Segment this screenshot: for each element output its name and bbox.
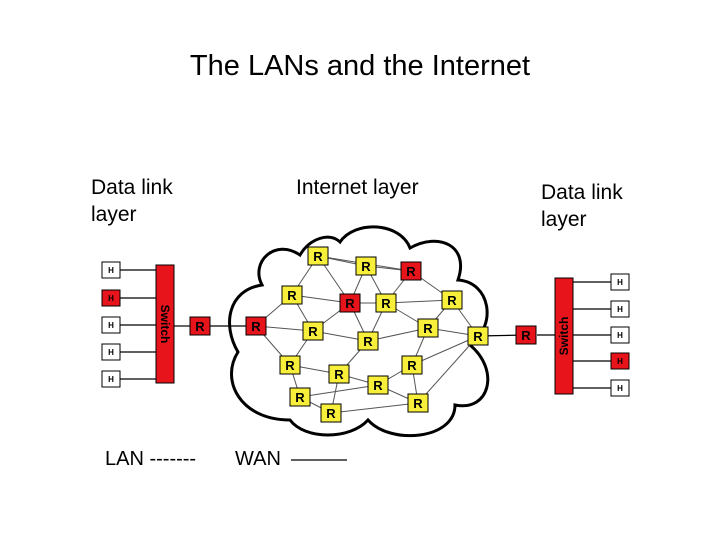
router-label: R xyxy=(334,367,344,382)
router-label: R xyxy=(195,319,205,334)
router xyxy=(441,290,463,310)
router xyxy=(279,355,301,375)
router xyxy=(245,316,267,336)
router xyxy=(307,246,329,266)
right-host-label: H xyxy=(617,331,623,340)
router xyxy=(400,261,422,281)
left-host xyxy=(101,261,121,279)
router xyxy=(515,325,537,345)
router-label: R xyxy=(381,296,391,311)
mesh-link xyxy=(330,402,419,414)
left-host-label: H xyxy=(108,321,114,330)
router-label: R xyxy=(361,259,371,274)
router xyxy=(357,331,379,351)
left-host xyxy=(101,289,121,307)
lan-legend: LAN ------- xyxy=(105,448,197,470)
right-host xyxy=(610,300,630,318)
mesh-link xyxy=(411,335,479,366)
router-label: R xyxy=(447,293,457,308)
router-label: R xyxy=(285,358,295,373)
left-host-label: H xyxy=(108,375,114,384)
router xyxy=(375,293,397,313)
router-label: R xyxy=(521,328,531,343)
router-label: R xyxy=(326,406,336,421)
router-label: R xyxy=(363,334,373,349)
mesh-link xyxy=(385,299,453,304)
left-host xyxy=(101,343,121,361)
router xyxy=(302,321,324,341)
router-label: R xyxy=(423,321,433,336)
right-host-label: H xyxy=(617,384,623,393)
router xyxy=(289,387,311,407)
router xyxy=(467,326,489,346)
router-label: R xyxy=(406,264,416,279)
router xyxy=(407,393,429,413)
right-host-label: H xyxy=(617,357,623,366)
router-label: R xyxy=(407,358,417,373)
router xyxy=(328,364,350,384)
router-label: R xyxy=(313,249,323,264)
right-data-link-layer-label: Data link layer xyxy=(541,181,623,231)
router xyxy=(367,375,389,395)
right-host-label: H xyxy=(617,305,623,314)
left-switch-label: Switch xyxy=(158,305,172,344)
left-host-label: H xyxy=(108,294,114,303)
mesh-link xyxy=(417,335,479,404)
router xyxy=(281,285,303,305)
left-host xyxy=(101,370,121,388)
router-label: R xyxy=(251,319,261,334)
router xyxy=(339,293,361,313)
right-host xyxy=(610,273,630,291)
router xyxy=(320,403,342,423)
page-title: The LANs and the Internet xyxy=(189,50,531,82)
wan-legend: WAN xyxy=(235,448,281,470)
right-host-label: H xyxy=(617,278,623,287)
router xyxy=(417,318,439,338)
left-host xyxy=(101,316,121,334)
router-label: R xyxy=(413,396,423,411)
router-label: R xyxy=(295,390,305,405)
left-host-label: H xyxy=(108,266,114,275)
router-label: R xyxy=(345,296,355,311)
mesh-link xyxy=(299,384,379,398)
left-data-link-layer-label: Data link layer xyxy=(91,176,173,226)
right-switch xyxy=(554,277,574,395)
router xyxy=(355,256,377,276)
router xyxy=(401,355,423,375)
router xyxy=(189,316,211,336)
right-host xyxy=(610,326,630,344)
right-switch-label: Switch xyxy=(557,317,571,356)
left-switch xyxy=(155,264,175,384)
router-label: R xyxy=(473,329,483,344)
left-host-label: H xyxy=(108,348,114,357)
right-host xyxy=(610,379,630,397)
router-label: R xyxy=(287,288,297,303)
router-label: R xyxy=(373,378,383,393)
internet-layer-label: Internet layer xyxy=(296,176,419,199)
router-label: R xyxy=(308,324,318,339)
right-host xyxy=(610,352,630,370)
